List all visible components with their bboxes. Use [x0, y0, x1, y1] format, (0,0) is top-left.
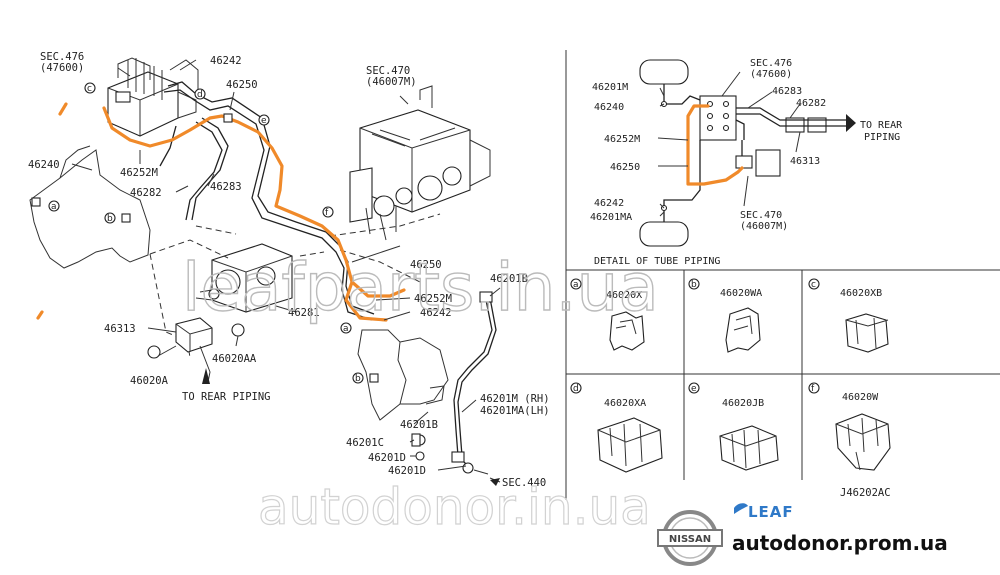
label-46020a: 46020A [130, 375, 169, 387]
label-46250-top: 46250 [226, 79, 258, 91]
label-46201m-rh: 46201M (RH) [480, 393, 550, 405]
label-46240: 46240 [28, 159, 60, 171]
clip-ref-b: b [107, 214, 113, 224]
detail-label-46283: 46283 [772, 86, 802, 97]
clip-cell-e-part: 46020JB [722, 398, 764, 409]
clip-markers: c d e f a b a b [31, 82, 379, 384]
clip-cell-c: c 46020XB [808, 278, 889, 353]
detail-label-sec470: SEC.470 [740, 210, 782, 221]
clip-ref-a-lower: a [343, 324, 349, 334]
detail-abs-unit [699, 95, 737, 141]
clip-ref-d: d [197, 90, 203, 100]
clip-cell-a-ref: a [573, 280, 579, 290]
label-46283: 46283 [210, 181, 242, 193]
detail-label-46313: 46313 [790, 156, 820, 167]
clip-cell-b: b 46020WA [688, 278, 762, 353]
highlighted-pipe-46252m [36, 102, 406, 322]
label-46242-mid: 46242 [420, 307, 452, 319]
clip-cell-b-part: 46020WA [720, 288, 762, 299]
nissan-wordmark: NISSAN [669, 534, 711, 545]
clip-ref-c: c [87, 84, 92, 94]
watermark-leafparts: leafparts.in.ua [182, 249, 659, 326]
label-46282: 46282 [130, 187, 162, 199]
bracket-46313 [147, 317, 245, 383]
wheel-housing-outline [357, 329, 407, 421]
detail-label-46240: 46240 [594, 102, 624, 113]
label-sec476: SEC.476 [40, 51, 84, 63]
abs-actuator-unit [107, 57, 199, 137]
detail-label-to-rear: TO REAR [860, 120, 903, 131]
label-46242-top: 46242 [210, 55, 242, 67]
label-46201d-1: 46201D [368, 452, 406, 464]
clip-ref-e: e [261, 116, 267, 126]
detail-booster [755, 149, 781, 177]
detail-label-sec470-sub: (46007M) [740, 221, 788, 232]
clip-cell-b-ref: b [691, 280, 697, 290]
main-diagram: c d e f a b a b [28, 51, 550, 489]
clip-cell-c-ref: c [811, 280, 816, 290]
detail-junction-46313 [785, 117, 805, 133]
diagram-code: J46202AC [840, 487, 891, 499]
site-url: autodonor.prom.ua [732, 531, 948, 555]
clip-cell-d-part: 46020XA [604, 398, 646, 409]
label-sec470-sub: (46007M) [366, 76, 417, 88]
nissan-logo: NISSAN [657, 510, 723, 566]
label-sec470: SEC.470 [366, 65, 410, 77]
clip-cell-f: f 46020W [808, 382, 891, 471]
clip-cell-c-part: 46020XB [840, 288, 882, 299]
arrow-to-rear [202, 368, 210, 384]
clip-cell-d-ref: d [573, 384, 579, 394]
clip-cell-f-part: 46020W [842, 392, 879, 403]
label-46252m-mid: 46252M [414, 293, 452, 305]
label-46201ma-lh: 46201MA(LH) [480, 405, 550, 417]
dash-panel-outline [29, 149, 151, 269]
detail-label-46250: 46250 [610, 162, 640, 173]
label-46201b-top: 46201B [490, 273, 528, 285]
label-sec440: SEC.440 [502, 477, 546, 489]
detail-label-46242: 46242 [594, 198, 624, 209]
detail-of-tube-piping: 46201M 46240 SEC.476 (47600) 46283 46282… [565, 50, 1000, 500]
label-sec476-sub: (47600) [40, 62, 84, 74]
label-46020aa: 46020AA [212, 353, 257, 365]
detail-label-46252m: 46252M [604, 134, 640, 145]
watermark-autodonor: autodonor.in.ua [258, 478, 651, 536]
wheel-hose [411, 291, 497, 475]
clip-cell-a-part: 46020X [606, 290, 642, 301]
detail-label-46201m: 46201M [592, 82, 628, 93]
arrow-sec440 [490, 478, 500, 486]
leaf-logo: LEAF [734, 503, 794, 521]
clip-table: a 46020X b 46020WA c 46020XB d 46020XA [566, 270, 1000, 499]
label-to-rear-piping: TO REAR PIPING [182, 391, 271, 403]
label-46281: 46281 [288, 307, 320, 319]
clip-cell-d: d 46020XA [570, 382, 663, 473]
clip-ref-f: f [325, 208, 329, 218]
power-unit-sec470 [349, 85, 491, 241]
detail-label-sec476: SEC.476 [750, 58, 792, 69]
detail-front-wheel [639, 59, 689, 85]
clip-ref-a: a [51, 202, 57, 212]
label-46201b-bot: 46201B [400, 419, 438, 431]
label-46201d-2: 46201D [388, 465, 426, 477]
clip-cell-e-ref: e [691, 384, 697, 394]
detail-label-piping: PIPING [864, 132, 900, 143]
label-46201c: 46201C [346, 437, 384, 449]
clip-cell-a: a 46020X [570, 278, 645, 351]
detail-label-sec476-sub: (47600) [750, 69, 792, 80]
brake-booster-unit [195, 243, 293, 313]
detail-rear-wheel [639, 221, 689, 247]
leaf-wordmark: LEAF [748, 503, 794, 521]
label-46250-mid: 46250 [410, 259, 442, 271]
label-46252m-top: 46252M [120, 167, 158, 179]
detail-title: DETAIL OF TUBE PIPING [594, 256, 720, 267]
brake-pipes [159, 81, 375, 321]
detail-label-46282: 46282 [796, 98, 826, 109]
clip-cell-e: e 46020JB [688, 382, 779, 471]
clip-cell-f-ref: f [811, 384, 815, 394]
clip-ref-b-lower: b [355, 374, 361, 384]
leader-lines [71, 59, 501, 483]
label-46313: 46313 [104, 323, 136, 335]
detail-label-46201ma: 46201MA [590, 212, 632, 223]
